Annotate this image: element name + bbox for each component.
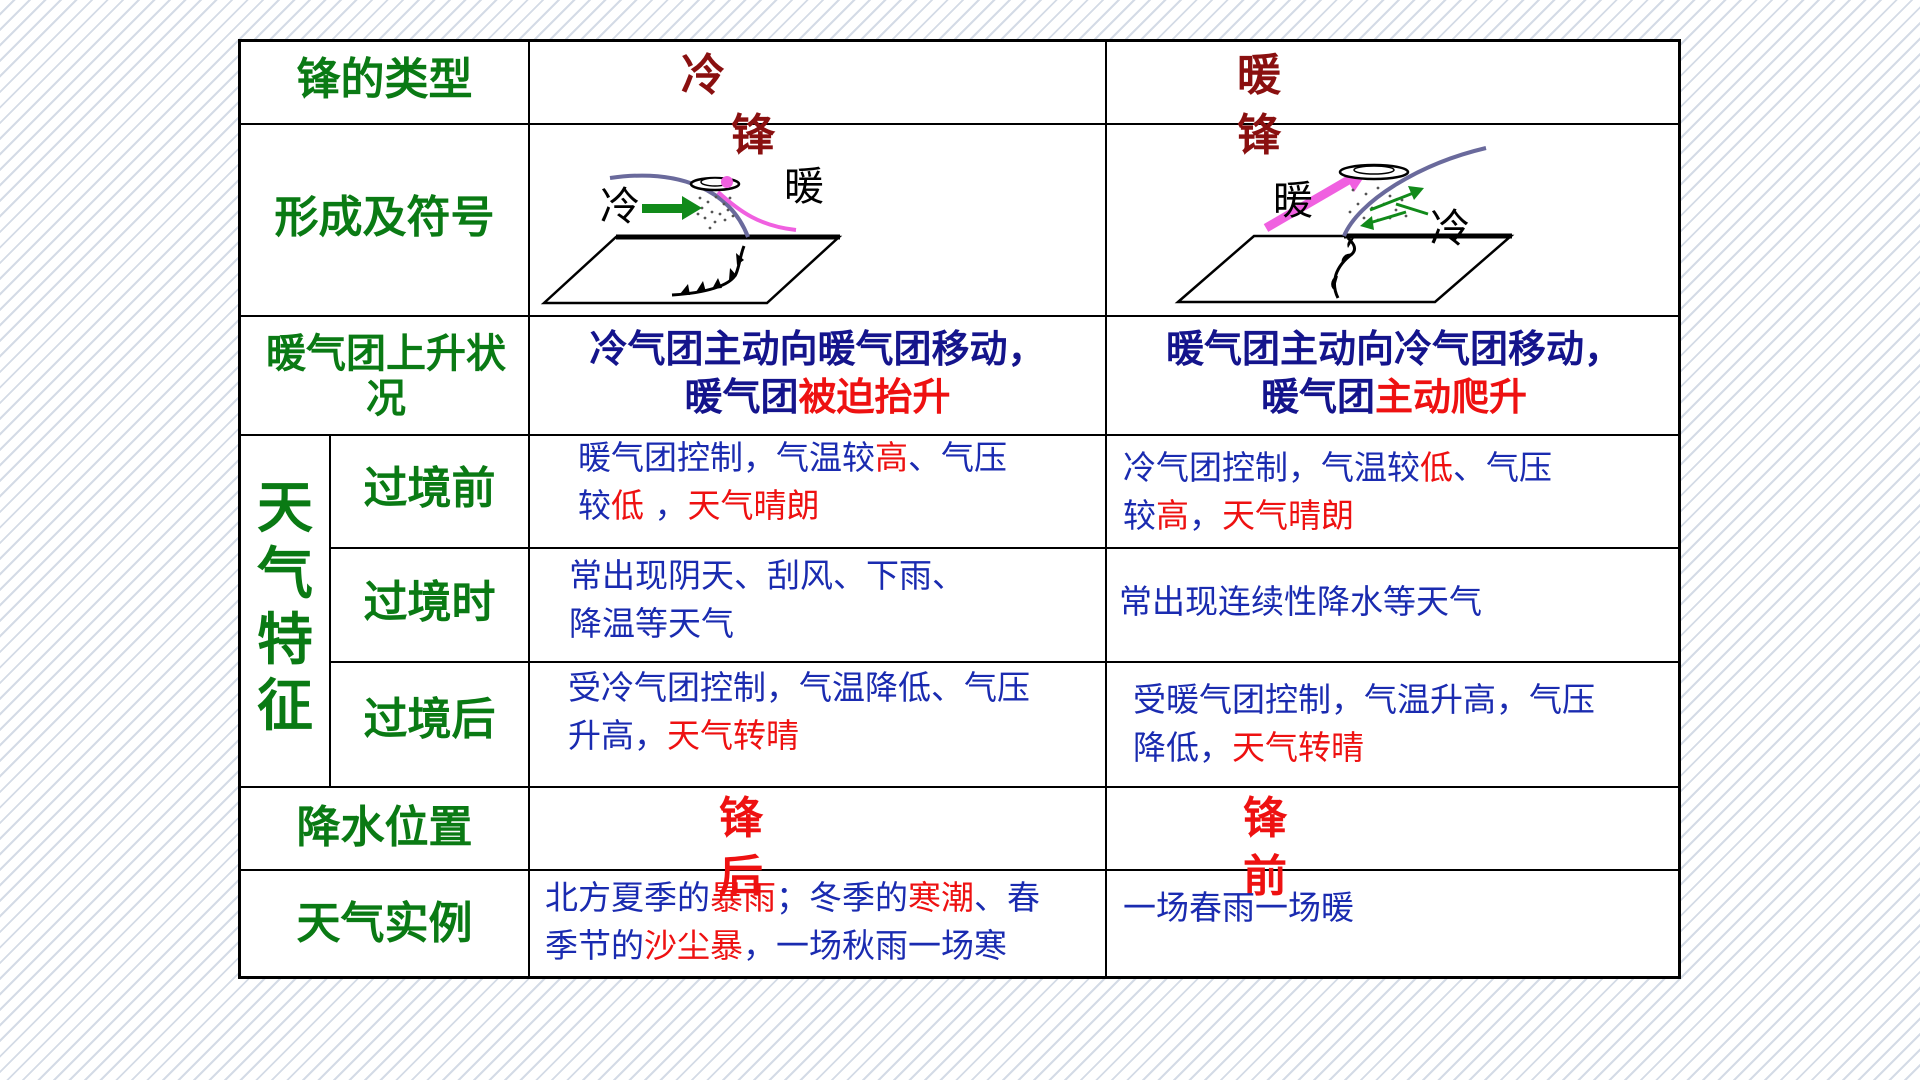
warm-front-before-text: 冷气团控制，气温较低、气压 较高，天气晴朗 xyxy=(1123,448,1552,535)
cold-front-during-text: 常出现阴天、刮风、下雨、 降温等天气 xyxy=(569,556,965,643)
cold-front-title-char: 冷 xyxy=(681,50,725,101)
row-divider xyxy=(329,661,1678,663)
warm-front-rise-text: 暖气团主动向冷气团移动， 暖气团主动爬升 xyxy=(1165,327,1622,419)
cold-front-after-text: 受冷气团控制，气温降低、气压 升高，天气转晴 xyxy=(568,668,1030,755)
row-divider xyxy=(329,547,1678,549)
during-passage-label: 过境时 xyxy=(363,577,496,628)
warm-air-rise-label: 暖气团上升状况 xyxy=(266,331,506,422)
warm-front-example-text: 一场春雨一场暖 xyxy=(1123,888,1354,927)
front-type-label: 锋的类型 xyxy=(296,54,473,105)
warm-front-title-char: 暖 xyxy=(1237,50,1281,101)
cold-front-diagram: 冷 暖 xyxy=(540,164,843,305)
diagram-cold-label: 冷 xyxy=(600,184,640,230)
row-divider xyxy=(241,786,1678,788)
cold-front-rise-text: 冷气团主动向暖气团移动， 暖气团被迫抬升 xyxy=(589,327,1046,419)
cold-front-precipitation-position: 锋 后 xyxy=(719,793,763,902)
warm-front-after-text: 受暖气团控制，气温升高，气压 降低，天气转晴 xyxy=(1133,680,1595,767)
col-divider xyxy=(329,434,331,786)
after-passage-label: 过境后 xyxy=(363,694,496,745)
diagram-warm-label: 暖 xyxy=(1273,178,1313,224)
col-divider xyxy=(528,42,530,976)
weather-example-label: 天气实例 xyxy=(296,898,473,949)
before-passage-label: 过境前 xyxy=(363,463,496,514)
cold-front-example-text: 北方夏季的暴雨；冬季的寒潮、春 季节的沙尘暴，一场秋雨一场寒 xyxy=(545,878,1040,965)
cold-front-title-char: 锋 xyxy=(731,110,775,161)
diagram-warm-label: 暖 xyxy=(784,164,824,210)
row-divider xyxy=(241,869,1678,871)
front-comparison-table: 锋的类型 形成及符号 暖气团上升状况 天 气 特 征 过境前 过境时 过境后 降… xyxy=(238,39,1681,979)
row-divider xyxy=(241,123,1678,125)
warm-front-diagram: 暖 冷 xyxy=(1174,146,1515,304)
diagram-cold-label: 冷 xyxy=(1430,206,1470,252)
row-divider xyxy=(241,315,1678,317)
warm-front-title-char: 锋 xyxy=(1237,110,1281,161)
cold-front-before-text: 暖气团控制，气温较高、气压 较低 ，天气晴朗 xyxy=(578,438,1007,525)
formation-label: 形成及符号 xyxy=(274,192,495,243)
precipitation-position-label: 降水位置 xyxy=(296,802,473,853)
row-divider xyxy=(241,434,1678,436)
warm-front-during-text: 常出现连续性降水等天气 xyxy=(1119,582,1482,621)
col-divider xyxy=(1105,42,1107,976)
warm-front-precipitation-position: 锋 前 xyxy=(1243,793,1287,902)
